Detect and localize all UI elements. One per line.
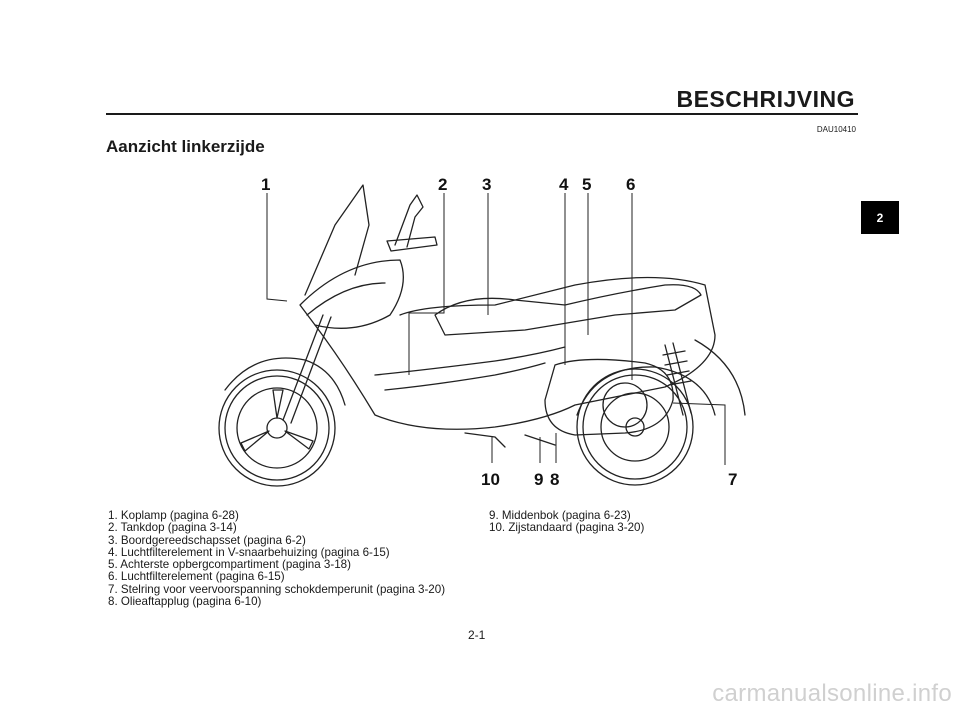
scooter-illustration: 1 2 3 4 5 6 7 8 9 10 — [218, 175, 746, 489]
legend-item: 2. Tankdop (pagina 3-14) — [108, 521, 237, 535]
front-wheel — [218, 357, 346, 487]
legend-left-column: 1. Koplamp (pagina 6-28) 2. Tankdop (pag… — [108, 509, 446, 609]
callout-10: 10 — [481, 470, 500, 489]
leader-lines — [266, 193, 726, 465]
document-code: DAU10410 — [816, 125, 856, 134]
page-header-title: BESCHRIJVING — [676, 86, 855, 112]
engine-cover — [544, 358, 674, 436]
callout-7: 7 — [728, 470, 737, 489]
front-fairing — [299, 259, 404, 329]
chapter-tab: 2 — [861, 201, 899, 234]
callout-8: 8 — [550, 470, 559, 489]
legend-item: 6. Luchtfilterelement (pagina 6-15) — [108, 570, 285, 584]
legend-item: 5. Achterste opbergcompartiment (pagina … — [108, 558, 351, 572]
callout-1: 1 — [261, 175, 270, 194]
rear-wheel — [576, 366, 716, 486]
callout-5: 5 — [582, 175, 591, 194]
front-fork — [282, 314, 332, 424]
callout-9: 9 — [534, 470, 543, 489]
callout-4: 4 — [559, 175, 569, 194]
legend-item: 3. Boordgereedschapsset (pagina 6-2) — [108, 533, 306, 547]
legend-item: 10. Zijstandaard (pagina 3-20) — [489, 521, 645, 535]
stands — [464, 432, 556, 448]
seat — [434, 284, 702, 336]
callout-2: 2 — [438, 175, 447, 194]
legend-right-column: 9. Middenbok (pagina 6-23) 10. Zijstanda… — [489, 509, 645, 535]
header-rule — [106, 113, 858, 115]
section-title: Aanzicht linkerzijde — [106, 137, 265, 156]
windscreen — [304, 184, 370, 296]
callout-6: 6 — [626, 175, 635, 194]
rear-fender — [694, 339, 746, 416]
legend-item: 1. Koplamp (pagina 6-28) — [108, 509, 239, 522]
watermark: carmanualsonline.info — [712, 680, 952, 707]
legend-item: 8. Olieaftapplug (pagina 6-10) — [108, 595, 262, 609]
legend-item: 9. Middenbok (pagina 6-23) — [489, 509, 631, 522]
scooter-body — [314, 276, 716, 430]
legend-item: 7. Stelring voor veervoorspanning schokd… — [108, 582, 446, 596]
page-number: 2-1 — [468, 628, 486, 642]
legend-item: 4. Luchtfilterelement in V-snaarbehuizin… — [108, 545, 390, 559]
callout-3: 3 — [482, 175, 491, 194]
